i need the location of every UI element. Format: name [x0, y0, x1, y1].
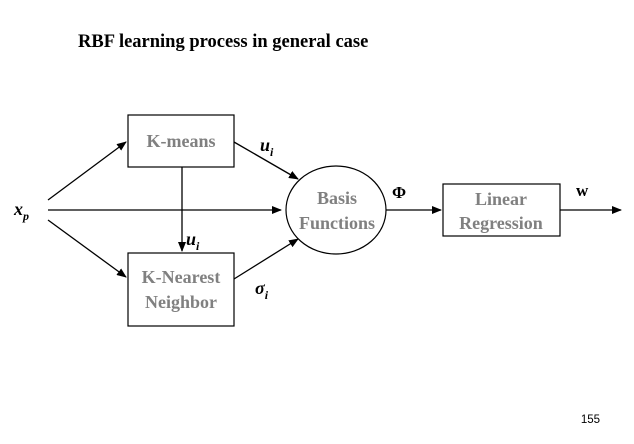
knn-node: K-Nearest Neighbor [127, 252, 235, 327]
arrow-input-to-knn [47, 219, 127, 278]
page-number: 155 [580, 414, 600, 426]
u-mid-symbol: ui [186, 229, 200, 253]
linear-label-line1: Linear [475, 189, 527, 209]
slide-title: RBF learning process in general case [78, 32, 369, 52]
basis-label-line2: Functions [299, 213, 375, 233]
knn-label-line1: K-Nearest [142, 267, 221, 287]
basis-label-line1: Basis [317, 188, 357, 208]
output-w-symbol: w [576, 181, 589, 200]
arrow-knn-to-basis [233, 238, 299, 280]
u-top-symbol: ui [260, 135, 274, 159]
linear-node: Linear Regression [442, 183, 561, 237]
input-symbol: xp [13, 199, 29, 223]
knn-label-line2: Neighbor [145, 292, 217, 312]
basis-node: Basis Functions [285, 165, 387, 255]
kmeans-label: K-means [147, 131, 216, 151]
arrow-input-to-kmeans [47, 141, 127, 201]
arrow-kmeans-to-basis [233, 141, 299, 180]
sigma-symbol: σi [255, 278, 269, 302]
linear-label-line2: Regression [459, 213, 543, 233]
kmeans-node: K-means [127, 114, 235, 168]
phi-symbol: Φ [392, 183, 406, 202]
